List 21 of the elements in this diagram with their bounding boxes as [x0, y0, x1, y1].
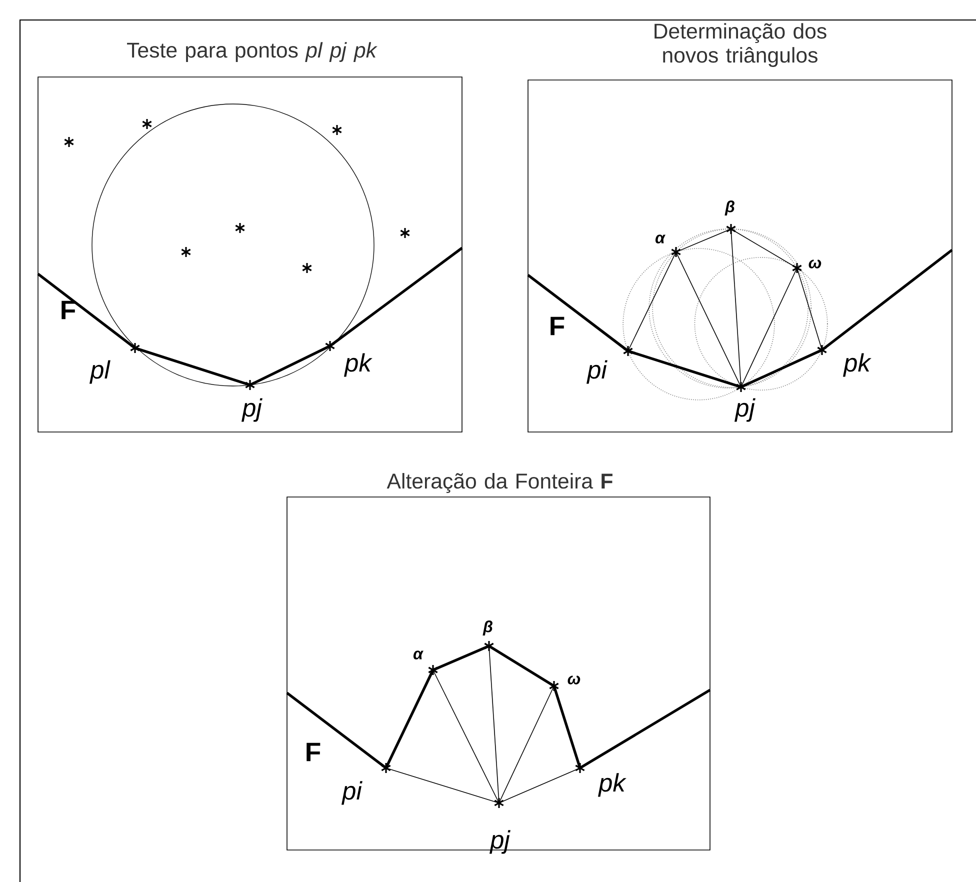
- point-label: β: [482, 620, 492, 636]
- point-label: pj: [242, 398, 262, 422]
- panel-heading: Teste para pontos pl pj pk: [127, 42, 378, 62]
- point-label: α: [655, 234, 666, 244]
- point-label: pi: [342, 781, 362, 805]
- point-label: ω: [808, 260, 822, 268]
- point-label: α: [413, 650, 424, 660]
- boundary-label: F: [62, 300, 76, 320]
- boundary-label: F: [306, 742, 320, 762]
- boundary-label: F: [550, 316, 564, 336]
- point-label: pj: [490, 830, 510, 854]
- point-label: pk: [843, 353, 872, 377]
- point-label: pi: [586, 360, 608, 384]
- point-label: pj: [734, 398, 756, 422]
- point-label: β: [724, 200, 734, 216]
- point-label: pl: [90, 360, 110, 384]
- point-label: pk: [598, 773, 626, 797]
- point-label: ω: [568, 676, 580, 684]
- point-label: pk: [344, 353, 372, 377]
- panel-heading: Alteração da Fonteira F: [386, 473, 612, 493]
- panel-heading: Determinação dos novos triângulos: [654, 23, 826, 67]
